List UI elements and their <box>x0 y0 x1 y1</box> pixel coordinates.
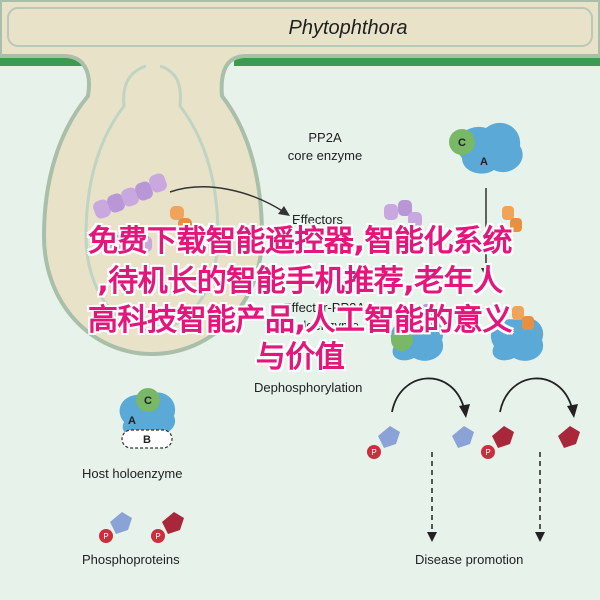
svg-text:C: C <box>458 137 466 149</box>
svg-text:A: A <box>128 415 136 427</box>
header-title: Phytophthora <box>289 17 408 39</box>
host-holoenzyme: C A B <box>119 388 176 449</box>
svg-text:P: P <box>103 532 108 541</box>
dephosphorylation-label: Dephosphorylation <box>254 380 362 395</box>
pp2a-core-label: core enzyme <box>288 148 362 163</box>
pp2a-label: PP2A <box>308 130 342 145</box>
dephos-arc-left-head <box>459 404 470 418</box>
effector-holoenzyme-label: holoenzyme <box>289 318 359 333</box>
host-membrane-band-right <box>234 56 600 66</box>
pathogen-haustorium <box>0 0 600 357</box>
pathogen-inner-outline <box>84 64 220 332</box>
phosphoprotein-red-legend: P <box>151 512 184 543</box>
dephos-arc-right <box>499 377 573 413</box>
effector-pp2a-complex-right <box>490 306 544 361</box>
overlay-text-line-1: 免费下载智能遥控器,智能化系统 <box>88 224 512 259</box>
phosphoprotein-blue-legend: P <box>99 512 132 543</box>
effector-pp2a-complex-left <box>390 304 444 361</box>
dephos-arc-left <box>391 377 465 413</box>
effector-pp2a-label: Effector-PP2A <box>283 300 365 315</box>
phosphoprotein-red-after <box>558 426 580 448</box>
overlay-text-line-4: 与价值 <box>255 340 345 375</box>
pp2a-core-enzyme: C A <box>449 122 523 174</box>
effector-chain-1 <box>93 173 167 219</box>
effectors-arrow-head <box>278 206 290 216</box>
effector-orange <box>170 206 192 232</box>
dephos-arc-right-head <box>567 404 578 418</box>
effectors-arrow <box>169 186 285 213</box>
header-box <box>7 7 593 47</box>
svg-text:A: A <box>480 156 488 168</box>
pp2a-down-arrow-head <box>481 268 491 278</box>
svg-text:C: C <box>144 395 152 407</box>
svg-text:B: B <box>143 434 151 446</box>
svg-text:P: P <box>371 448 376 457</box>
disease-promotion-label: Disease promotion <box>415 552 523 567</box>
effectors-label: Effectors <box>292 212 344 227</box>
overlay-text-line-2: ,待机长的智能手机推荐,老年人 <box>97 264 503 299</box>
phosphoprotein-blue-before: P <box>367 426 400 459</box>
svg-text:P: P <box>485 448 490 457</box>
host-holoenzyme-label: Host holoenzyme <box>82 466 182 481</box>
disease-dashed-arrow-left-head <box>427 532 437 542</box>
phosphoprotein-red-before: P <box>481 426 514 459</box>
phosphoprotein-blue-after <box>452 426 474 448</box>
overlay-text-line-3: 高科技智能产品,人工智能的意义 <box>88 303 512 338</box>
phosphoproteins-label: Phosphoproteins <box>82 552 180 567</box>
svg-text:P: P <box>155 532 160 541</box>
disease-dashed-arrow-right-head <box>535 532 545 542</box>
effector-chain-2 <box>110 230 152 252</box>
effector-free <box>384 200 522 232</box>
